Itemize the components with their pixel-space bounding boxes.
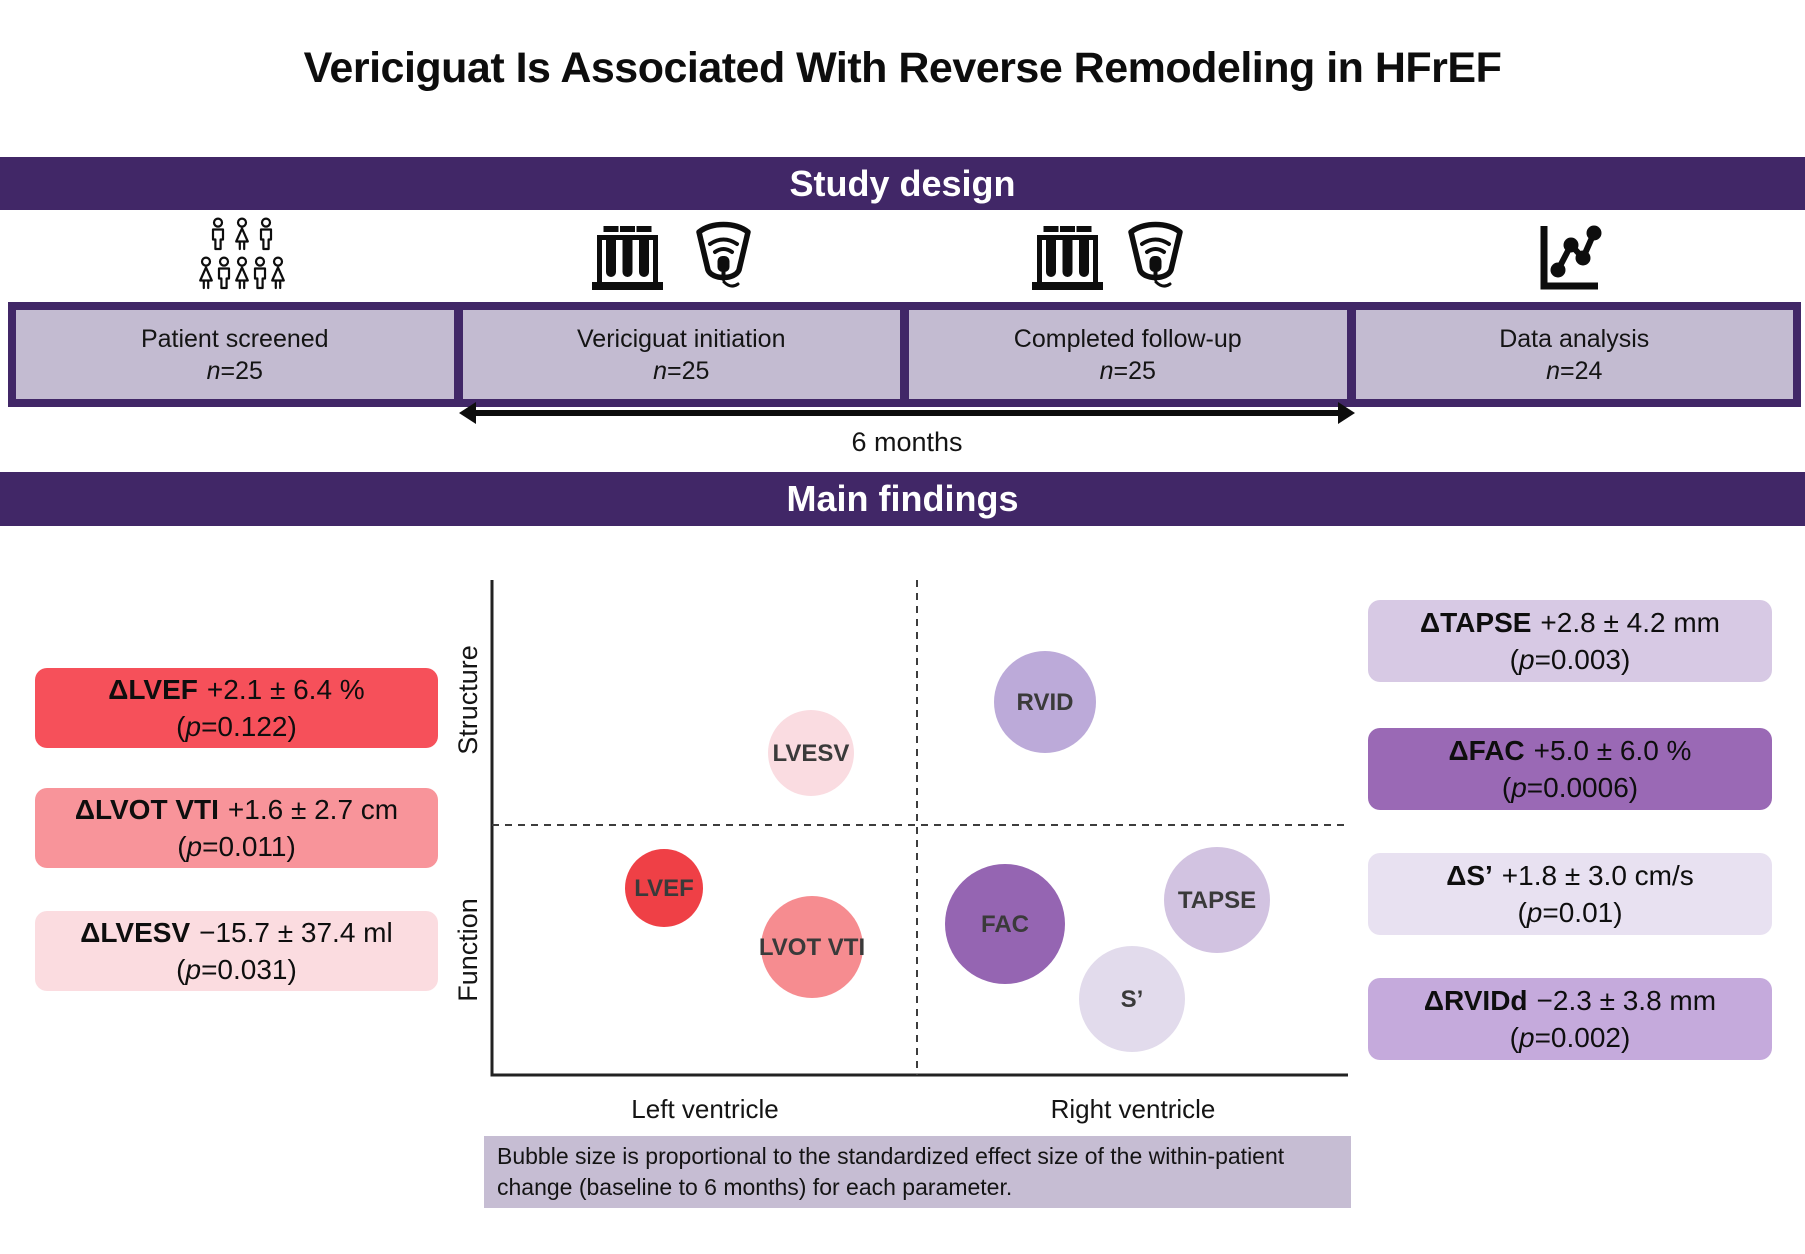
bubble-size-caption: Bubble size is proportional to the stand…	[484, 1136, 1351, 1208]
chart-bubble-label: RVID	[1017, 689, 1074, 716]
step-label: Vericiguat initiation	[577, 324, 786, 353]
chart-bubble-label: S’	[1121, 986, 1144, 1013]
step-n: n=25	[1099, 356, 1156, 385]
step-label: Completed follow-up	[1013, 324, 1242, 353]
stat-box-s-prime: ΔS’+1.8 ± 3.0 cm/s (p=0.01)	[1368, 853, 1772, 935]
stat-box-rvidd: ΔRVIDd−2.3 ± 3.8 mm (p=0.002)	[1368, 978, 1772, 1060]
stat-box-lvesv: ΔLVESV−15.7 ± 37.4 ml (p=0.031)	[35, 911, 438, 991]
six-months-arrow	[459, 402, 1355, 424]
bubble-chart-svg: LVESV RVID LVEF LVOT VTI FAC TAPSE S’	[490, 580, 1348, 1077]
chart-bubble-label: LVOT VTI	[759, 934, 865, 961]
step-n: n=24	[1546, 356, 1603, 385]
stat-box-tapse: ΔTAPSE+2.8 ± 4.2 mm (p=0.003)	[1368, 600, 1772, 682]
y-axis-label-function: Function	[453, 898, 483, 1002]
timeline-step-patient-screened: Patient screened n=25	[16, 310, 454, 399]
ultrasound-probe-icon	[696, 221, 751, 288]
step-label: Patient screened	[140, 324, 329, 353]
stat-box-fac: ΔFAC+5.0 ± 6.0 % (p=0.0006)	[1368, 728, 1772, 810]
y-axis-label-structure: Structure	[453, 645, 483, 755]
chart-axes	[490, 580, 1348, 1077]
step-n: n=25	[206, 356, 263, 385]
timeline-step-vericiguat-initiation: Vericiguat initiation n=25	[462, 310, 900, 399]
chart-bubble-TAPSE	[1164, 847, 1270, 953]
study-timeline: Patient screened n=25 Vericiguat initiat…	[8, 302, 1801, 407]
chart-bubble-label: LVEF	[634, 875, 694, 902]
page-title: Vericiguat Is Associated With Reverse Re…	[303, 44, 1502, 92]
chart-bubble-RVID	[994, 651, 1096, 753]
stat-box-lvef: ΔLVEF+2.1 ± 6.4 % (p=0.122)	[35, 668, 438, 748]
chart-bubble-LVOT VTI	[761, 896, 863, 998]
line-chart-icon	[1540, 225, 1602, 290]
chart-bubble-LVEF	[625, 849, 703, 927]
x-axis-label-left-ventricle: Left ventricle	[631, 1094, 779, 1124]
test-tube-rack-icon	[1032, 226, 1103, 290]
step-label: Data analysis	[1499, 324, 1650, 353]
chart-bubble-FAC	[945, 864, 1065, 984]
chart-bubble-LVESV	[768, 710, 854, 796]
main-findings-banner-label: Main findings	[786, 478, 1019, 519]
duration-label: 6 months	[851, 427, 963, 457]
chart-bubble-label: TAPSE	[1178, 887, 1256, 914]
chart-bubble-label: LVESV	[773, 740, 850, 767]
ultrasound-probe-icon	[1128, 221, 1183, 288]
x-axis-label-right-ventricle: Right ventricle	[1050, 1094, 1216, 1124]
people-group-icon	[199, 217, 285, 290]
timeline-step-data-analysis: Data analysis n=24	[1355, 310, 1793, 399]
study-design-banner-label: Study design	[789, 163, 1016, 204]
test-tube-rack-icon	[592, 226, 663, 290]
study-design-banner: Study design	[0, 157, 1805, 210]
stat-box-lvot-vti: ΔLVOT VTI+1.6 ± 2.7 cm (p=0.011)	[35, 788, 438, 868]
main-findings-banner: Main findings	[0, 472, 1805, 526]
timeline-step-completed-follow-up: Completed follow-up n=25	[909, 310, 1347, 399]
chart-bubble-label: FAC	[981, 911, 1029, 938]
chart-bubble-S’	[1079, 946, 1185, 1052]
step-n: n=25	[653, 356, 710, 385]
